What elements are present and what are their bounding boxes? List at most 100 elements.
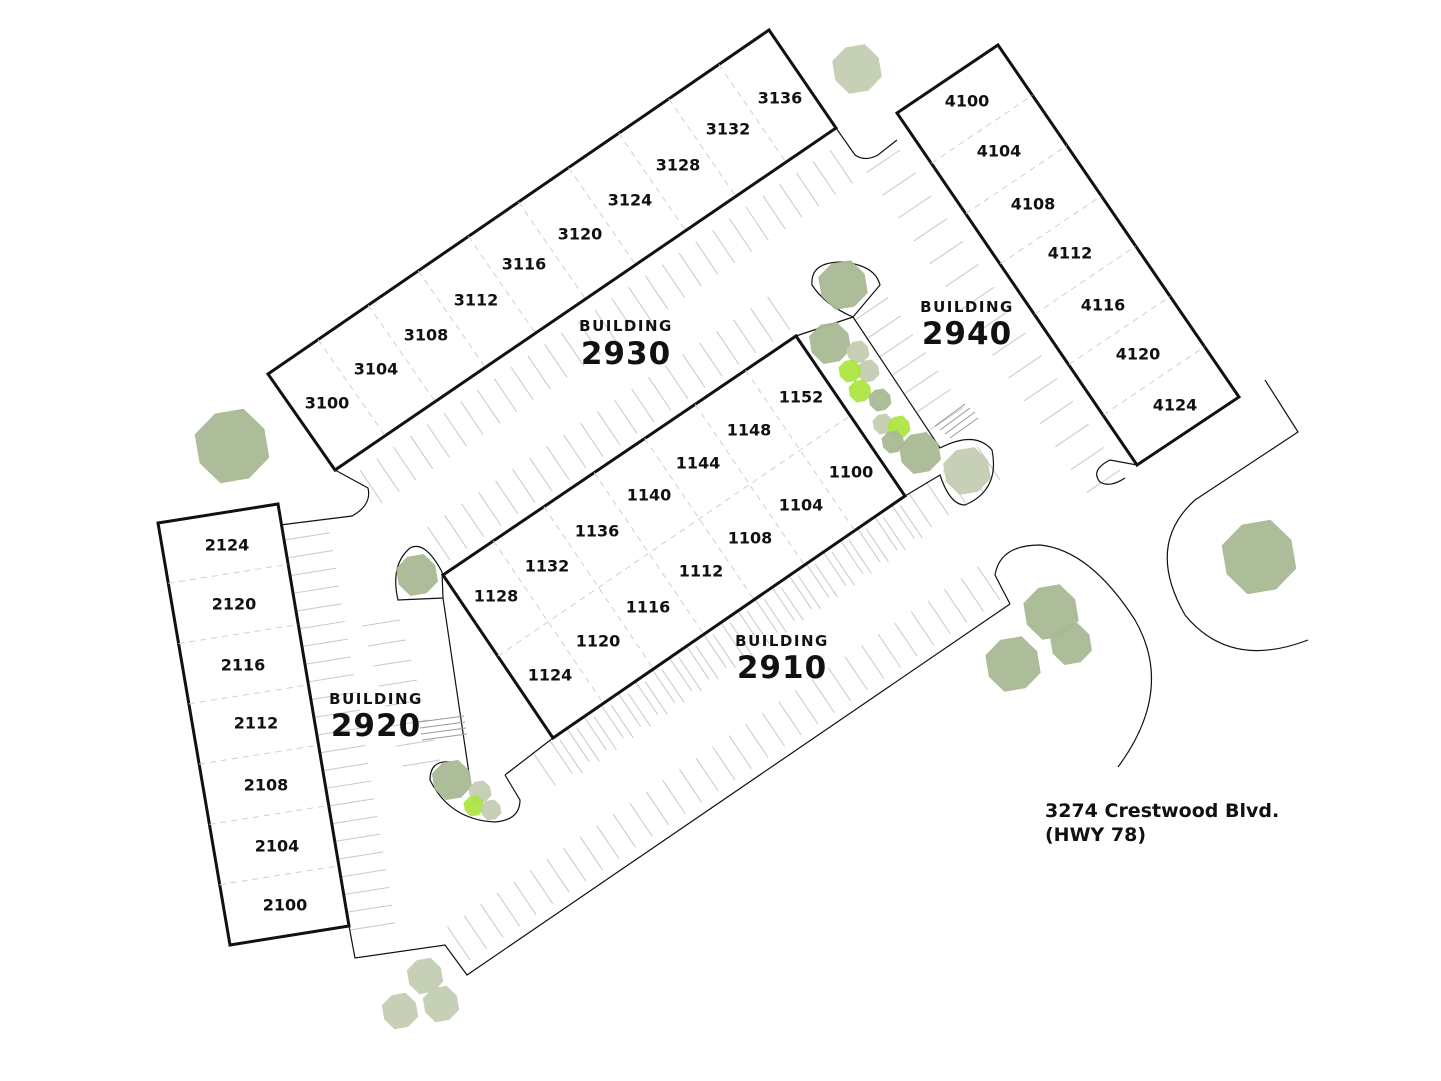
parking-stall-line bbox=[326, 780, 372, 789]
unit-4120[interactable]: 4120 bbox=[1116, 345, 1161, 364]
unit-1152[interactable]: 1152 bbox=[779, 388, 824, 407]
parking-stall-line bbox=[778, 701, 802, 736]
parking-stall-line bbox=[493, 378, 518, 413]
unit-4112[interactable]: 4112 bbox=[1048, 244, 1093, 263]
parking-stall-line bbox=[577, 321, 602, 355]
unit-4108[interactable]: 4108 bbox=[1011, 195, 1056, 214]
parking-stall-line bbox=[828, 667, 852, 702]
parking-stall-line bbox=[806, 563, 830, 598]
building-2920[interactable] bbox=[156, 502, 351, 947]
tree-icon bbox=[846, 340, 870, 364]
unit-3124[interactable]: 3124 bbox=[608, 191, 653, 210]
parking-stall-line bbox=[527, 355, 551, 390]
building-2940-label: BUILDING bbox=[920, 298, 1014, 316]
parking-stall-line bbox=[913, 218, 948, 242]
unit-3136[interactable]: 3136 bbox=[758, 89, 803, 108]
unit-divider bbox=[568, 167, 637, 266]
parking-stall-line bbox=[695, 241, 719, 275]
parking-stall-line bbox=[662, 780, 686, 815]
parking-stall-line bbox=[678, 657, 702, 692]
unit-3100[interactable]: 3100 bbox=[305, 394, 350, 413]
parking-stall-line bbox=[745, 724, 769, 758]
unit-4124[interactable]: 4124 bbox=[1153, 396, 1198, 415]
parking-stall-line bbox=[320, 745, 366, 754]
parking-stall-line bbox=[393, 446, 417, 481]
unit-1132[interactable]: 1132 bbox=[525, 557, 570, 576]
unit-1124[interactable]: 1124 bbox=[528, 666, 573, 685]
unit-1120[interactable]: 1120 bbox=[576, 632, 621, 651]
parking-stall-line bbox=[559, 739, 583, 774]
parking-stall-line bbox=[379, 679, 418, 687]
parking-stall-line bbox=[513, 881, 537, 916]
unit-2124[interactable]: 2124 bbox=[205, 536, 250, 555]
parking-stall-line bbox=[891, 505, 915, 539]
unit-divider bbox=[219, 865, 339, 886]
building-2940-number[interactable]: 2940 bbox=[922, 316, 1012, 352]
parking-stall-line bbox=[976, 309, 1011, 333]
unit-dividers bbox=[168, 64, 1205, 886]
parking-stall-line bbox=[629, 802, 653, 837]
unit-2112[interactable]: 2112 bbox=[234, 714, 279, 733]
parking-stall-line bbox=[614, 400, 638, 434]
unit-3132[interactable]: 3132 bbox=[706, 120, 751, 139]
building-2930-number[interactable]: 2930 bbox=[581, 336, 671, 372]
unit-4116[interactable]: 4116 bbox=[1081, 296, 1126, 315]
unit-2116[interactable]: 2116 bbox=[221, 656, 266, 675]
building-2910[interactable] bbox=[440, 333, 908, 741]
unit-3104[interactable]: 3104 bbox=[354, 360, 399, 379]
building-2910-number[interactable]: 2910 bbox=[737, 650, 827, 686]
parking-stall-line bbox=[703, 634, 727, 668]
unit-3120[interactable]: 3120 bbox=[558, 225, 603, 244]
parking-stall-line bbox=[762, 195, 786, 230]
unit-3112[interactable]: 3112 bbox=[454, 291, 499, 310]
parking-stall-line bbox=[1039, 401, 1074, 425]
unit-1148[interactable]: 1148 bbox=[727, 421, 772, 440]
unit-1100[interactable]: 1100 bbox=[829, 463, 874, 482]
parking-stall-line bbox=[529, 870, 554, 905]
parking-stall-line bbox=[341, 869, 387, 878]
unit-1112[interactable]: 1112 bbox=[679, 562, 724, 581]
parking-stall-line bbox=[879, 333, 914, 358]
parking-stall-line bbox=[610, 704, 634, 739]
unit-2120[interactable]: 2120 bbox=[212, 595, 257, 614]
unit-4104[interactable]: 4104 bbox=[977, 142, 1022, 161]
unit-1140[interactable]: 1140 bbox=[627, 486, 672, 505]
parking-stall-line bbox=[349, 922, 396, 931]
parking-stall-line bbox=[645, 791, 670, 826]
unit-2100[interactable]: 2100 bbox=[263, 896, 308, 915]
parking-stall-line bbox=[344, 886, 390, 896]
unit-4100[interactable]: 4100 bbox=[945, 92, 990, 111]
parking-stall-line bbox=[329, 798, 375, 807]
parking-stall-line bbox=[651, 669, 676, 704]
parking-stall-line bbox=[496, 892, 521, 927]
parking-stall-line bbox=[729, 622, 753, 656]
parking-stall-line bbox=[373, 659, 412, 667]
parking-stall-line bbox=[865, 528, 889, 562]
parking-stall-line bbox=[899, 504, 923, 539]
unit-1144[interactable]: 1144 bbox=[676, 454, 721, 473]
unit-1116[interactable]: 1116 bbox=[626, 598, 671, 617]
parking-stall-line bbox=[648, 377, 672, 411]
parking-stall-line bbox=[359, 469, 383, 504]
parking-stall-line bbox=[495, 480, 519, 515]
unit-1108[interactable]: 1108 bbox=[728, 529, 773, 548]
unit-3108[interactable]: 3108 bbox=[404, 326, 449, 345]
parking-stall-line bbox=[409, 435, 434, 470]
parking-stall-line bbox=[549, 739, 573, 774]
parking-stall-line bbox=[563, 434, 587, 469]
unit-3116[interactable]: 3116 bbox=[502, 255, 547, 274]
unit-2108[interactable]: 2108 bbox=[244, 776, 289, 795]
parking-stalls bbox=[284, 149, 1121, 961]
parking-stall-line bbox=[529, 457, 553, 492]
unit-1136[interactable]: 1136 bbox=[575, 522, 620, 541]
parking-stall-line bbox=[960, 286, 995, 310]
building-2920-number[interactable]: 2920 bbox=[331, 708, 421, 744]
unit-3128[interactable]: 3128 bbox=[656, 156, 701, 175]
unit-1104[interactable]: 1104 bbox=[779, 496, 824, 515]
parking-stall-line bbox=[566, 728, 590, 762]
parking-stall-line bbox=[686, 645, 710, 680]
building-2940[interactable] bbox=[894, 42, 1242, 468]
unit-2104[interactable]: 2104 bbox=[255, 837, 300, 856]
tree-icon bbox=[856, 359, 880, 383]
unit-1128[interactable]: 1128 bbox=[474, 587, 519, 606]
